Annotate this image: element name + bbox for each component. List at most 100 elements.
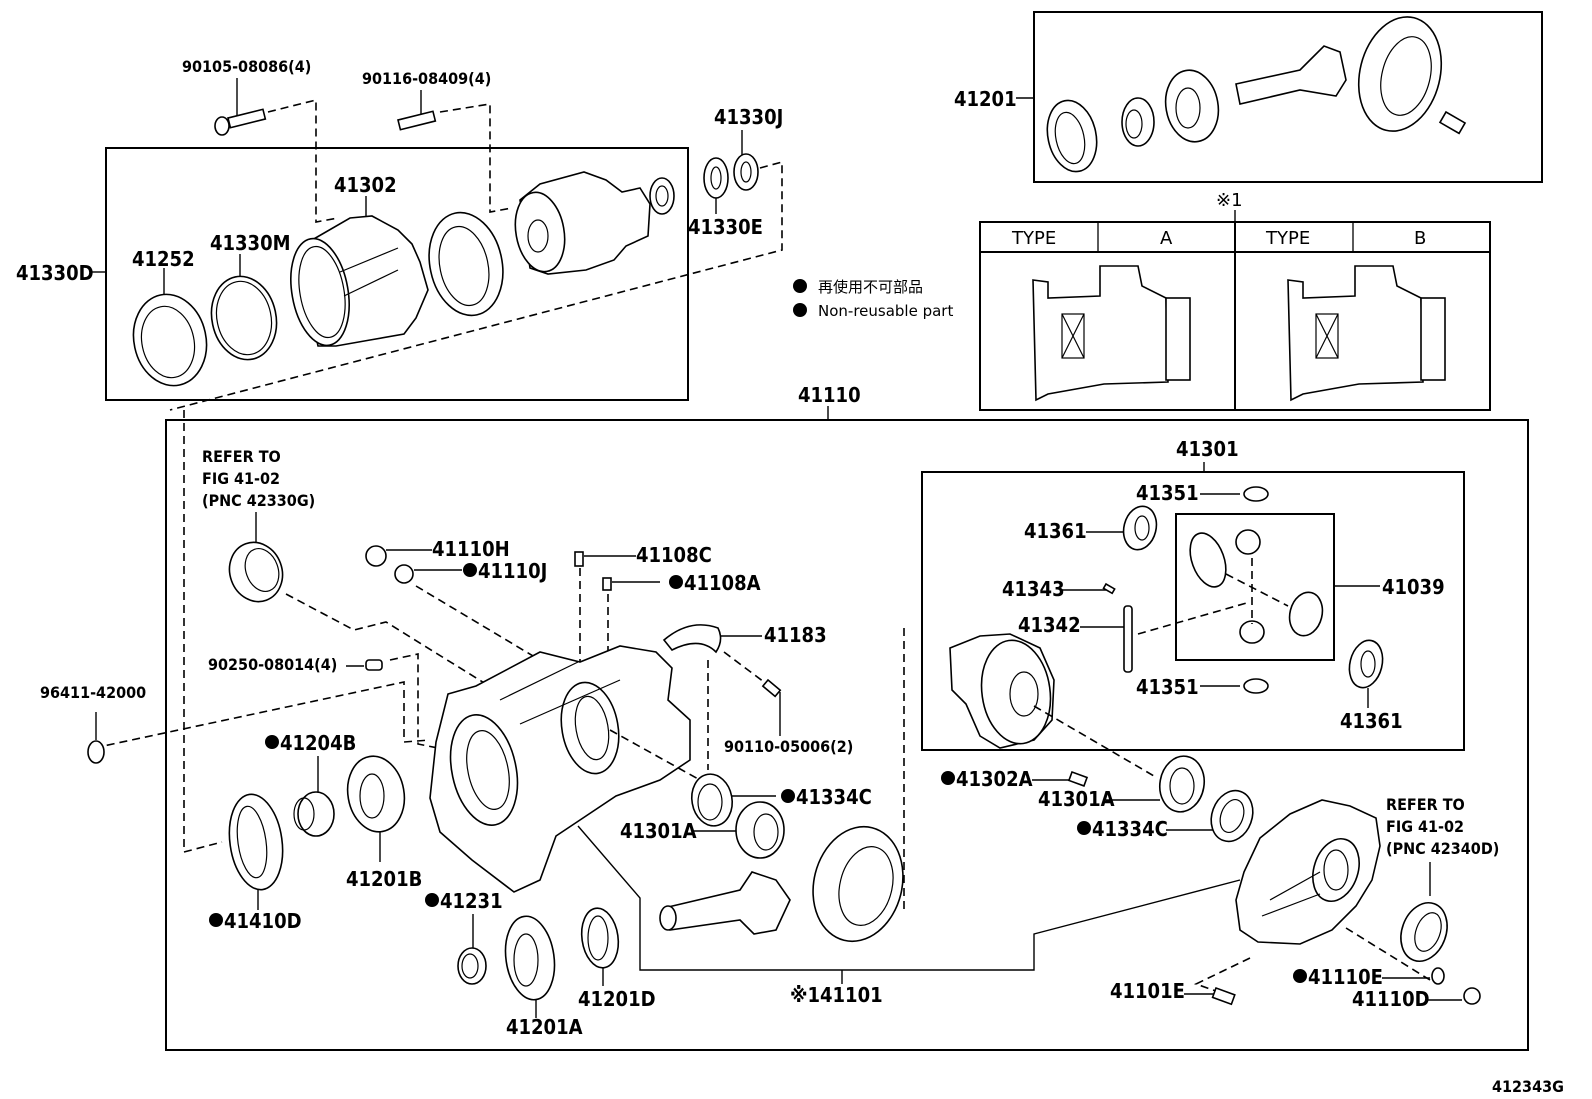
part-ring-gear[interactable] [801, 817, 914, 951]
part-seal-ring[interactable] [420, 206, 512, 323]
type-value-a: A [1160, 228, 1173, 249]
part-41108A[interactable] [602, 577, 660, 591]
label-96411-42000: 96411-42000 [40, 683, 146, 702]
label-41351-b: 41351 [1136, 675, 1199, 699]
type-b-drawing [1287, 265, 1446, 402]
label-41110J: 41110J [478, 559, 547, 583]
part-90250-08014[interactable] [365, 659, 383, 671]
non-reusable-bullet-icon [941, 771, 955, 785]
part-41039-pinion-set[interactable] [1183, 528, 1326, 644]
part-41361-a[interactable] [1119, 503, 1161, 553]
label-41330D: 41330D [16, 261, 94, 285]
part-pnc-42330G-seal[interactable] [221, 535, 290, 609]
ref-right-line2: FIG 41-02 [1386, 817, 1464, 836]
part-41183[interactable] [662, 624, 762, 654]
part-41201D[interactable] [578, 906, 622, 970]
type-marker: ※1 [1216, 190, 1243, 211]
part-41101E[interactable] [1211, 986, 1236, 1006]
non-reusable-bullet-icon [793, 303, 807, 317]
part-41301A-b[interactable] [1155, 753, 1208, 816]
part-41343[interactable] [1102, 582, 1116, 595]
part-41201-gear-kit[interactable] [1041, 8, 1467, 176]
figure-id: 412343G [1492, 1077, 1564, 1096]
part-41334C-b[interactable] [1204, 785, 1259, 848]
label-41110E: 41110E [1308, 965, 1383, 989]
label-41110: 41110 [798, 383, 861, 407]
label-90250-08014: 90250-08014(4) [208, 655, 337, 674]
label-90110-05006: 90110-05006(2) [724, 737, 853, 756]
part-41410D[interactable] [224, 791, 289, 893]
part-41351-b[interactable] [1243, 678, 1269, 694]
label-41302: 41302 [334, 173, 397, 197]
part-rear-cover[interactable] [1235, 799, 1381, 945]
subassembly-box-41201 [1033, 11, 1543, 183]
label-41351-a: 41351 [1136, 481, 1199, 505]
part-41110E[interactable] [1431, 967, 1445, 985]
type-a-drawing [1032, 265, 1191, 402]
label-41252: 41252 [132, 247, 195, 271]
type-value-b: B [1414, 228, 1426, 249]
label-41361-a: 41361 [1024, 519, 1087, 543]
part-41110D[interactable] [1463, 987, 1481, 1005]
legend-jp: 再使用不可部品 [818, 278, 923, 296]
part-coupling-body[interactable] [509, 171, 675, 276]
part-41110H[interactable] [365, 545, 432, 567]
part-carrier-housing[interactable] [429, 645, 691, 893]
part-41231[interactable] [457, 947, 487, 985]
part-41108C[interactable] [574, 551, 636, 567]
non-reusable-bullet-icon [793, 279, 807, 293]
part-41361-b[interactable] [1345, 637, 1388, 691]
label-90116-08409: 90116-08409(4) [362, 69, 491, 88]
label-90105-08086: 90105-08086(4) [182, 57, 311, 76]
label-41204B: 41204B [280, 731, 356, 755]
part-90110-05006[interactable] [761, 678, 782, 736]
part-41252[interactable] [125, 268, 215, 392]
bolt-90105-08086[interactable] [214, 78, 339, 223]
label-41039: 41039 [1382, 575, 1445, 599]
part-41201B[interactable] [342, 752, 410, 837]
part-41201A[interactable] [500, 913, 559, 1003]
non-reusable-bullet-icon [1077, 821, 1091, 835]
part-41204B[interactable] [293, 791, 335, 837]
part-41351-a[interactable] [1243, 486, 1269, 502]
label-41410D: 41410D [224, 909, 302, 933]
stud-90116-08409[interactable] [397, 90, 513, 213]
label-41201D: 41201D [578, 987, 656, 1011]
label-41108C: 41108C [636, 543, 712, 567]
label-41101: ※141101 [790, 983, 883, 1007]
assembly-line-left [183, 410, 223, 854]
non-reusable-bullet-icon [463, 563, 477, 577]
label-41201B: 41201B [346, 867, 422, 891]
part-41342-shaft[interactable] [1123, 605, 1133, 673]
label-41201: 41201 [954, 87, 1017, 111]
part-96411-42000[interactable] [87, 740, 105, 764]
ref-left-line2: FIG 41-02 [202, 469, 280, 488]
label-41110D: 41110D [1352, 987, 1430, 1011]
type-table [979, 221, 1491, 411]
subassembly-box-41039 [1175, 513, 1335, 661]
part-41334C-a[interactable] [688, 771, 776, 829]
label-41110H: 41110H [432, 537, 510, 561]
part-pnc-42340D-seal[interactable] [1393, 896, 1455, 967]
part-41330J[interactable] [733, 130, 759, 191]
label-41334C-a: 41334C [796, 785, 872, 809]
part-41302-housing[interactable] [283, 196, 429, 350]
legend-en: Non-reusable part [818, 302, 953, 320]
part-41330E[interactable] [703, 157, 729, 214]
type-header-a: TYPE [1011, 228, 1056, 249]
label-41231: 41231 [440, 889, 503, 913]
assembly-box-41110 [165, 419, 1529, 1051]
part-41330M[interactable] [204, 254, 284, 366]
non-reusable-bullet-icon [425, 893, 439, 907]
part-41301A-a[interactable] [735, 801, 785, 859]
label-41343: 41343 [1002, 577, 1065, 601]
label-41342: 41342 [1018, 613, 1081, 637]
part-drive-pinion[interactable] [659, 871, 791, 935]
label-41201A: 41201A [506, 1015, 583, 1039]
label-41361-b: 41361 [1340, 709, 1403, 733]
part-41302A[interactable] [1067, 770, 1089, 787]
part-diff-case[interactable] [949, 633, 1057, 749]
subassembly-box-41330D [105, 147, 689, 401]
part-41110J[interactable] [394, 564, 462, 584]
